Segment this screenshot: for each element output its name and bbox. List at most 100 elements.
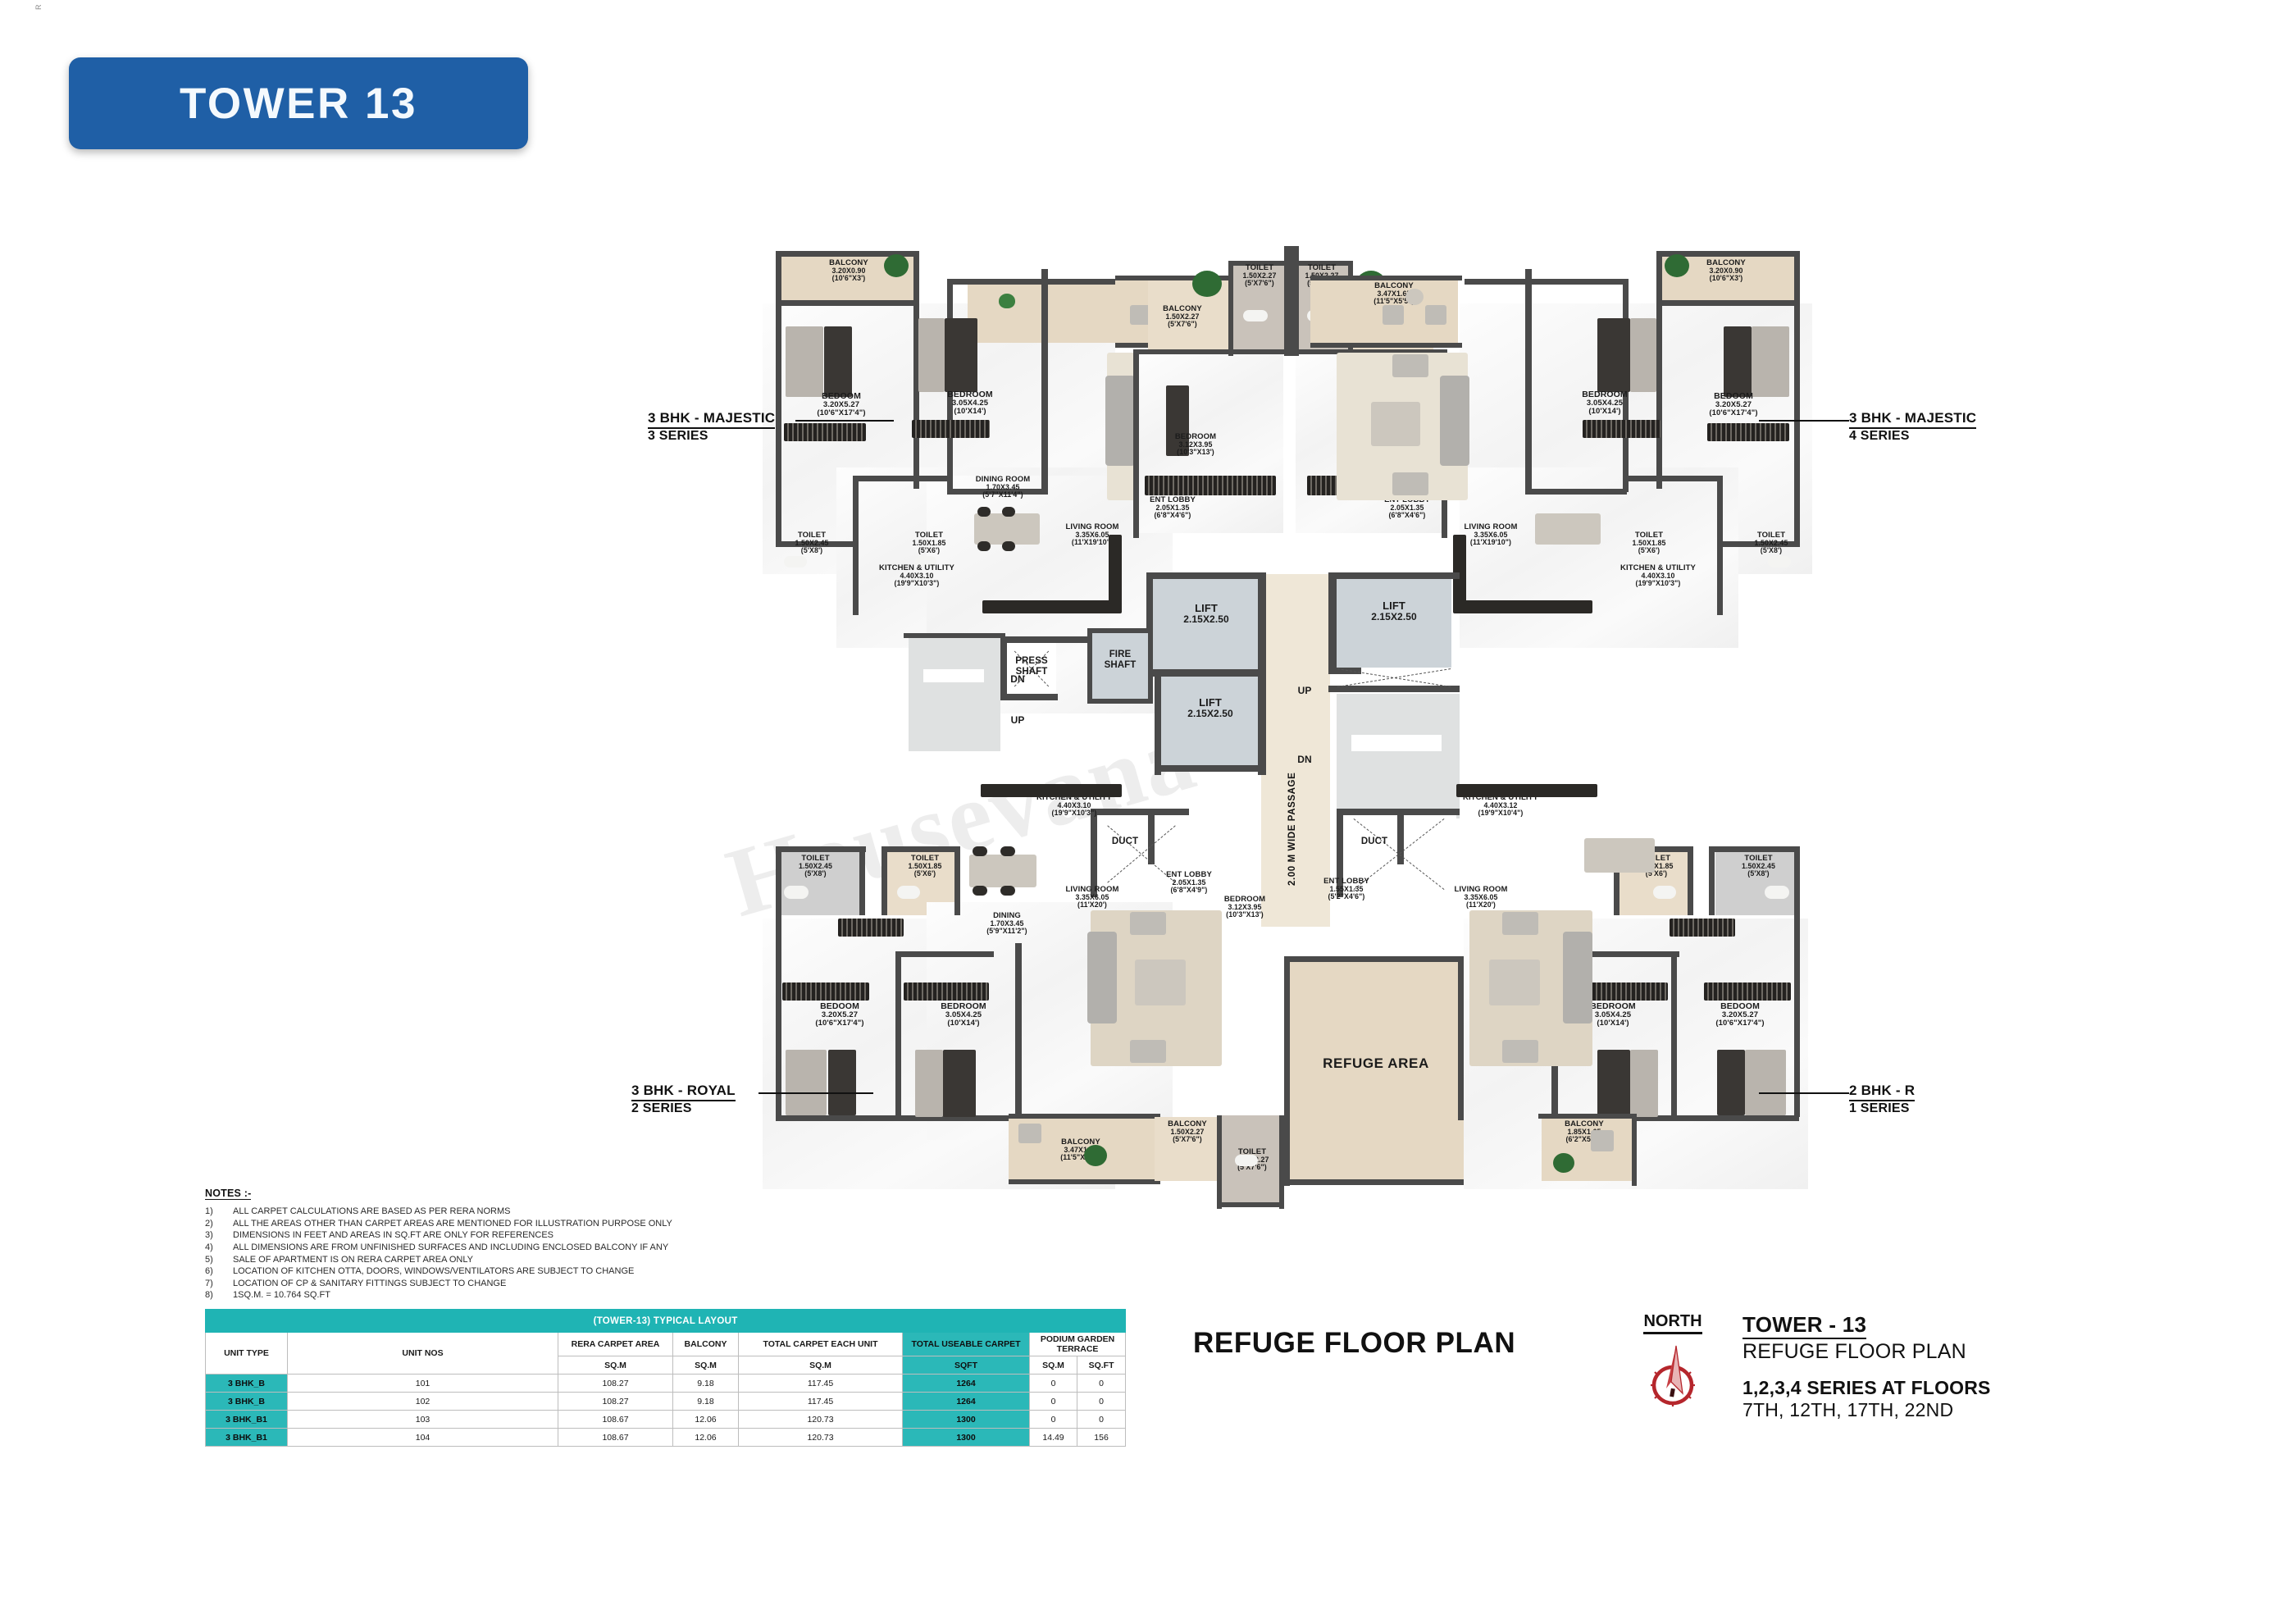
header-unit-type: UNIT TYPE [205, 1332, 288, 1375]
dining-table-furniture [1535, 513, 1601, 545]
kitchen-counter [982, 600, 1122, 613]
note-item: 8)1SQ.M. = 10.764 SQ.FT [205, 1290, 330, 1301]
cell-podium-sqm: 0 [1029, 1374, 1077, 1393]
table-title-row: (TOWER-13) TYPICAL LAYOUT [204, 1309, 1127, 1333]
cell-useable: 1264 [902, 1374, 1030, 1393]
bed-furniture [1597, 318, 1630, 392]
dining-chair [973, 886, 987, 896]
wall [1133, 349, 1139, 538]
wall [1091, 815, 1097, 897]
stair-dn-label-right: DN [1297, 754, 1312, 765]
note-item: 7)LOCATION OF CP & SANITARY FITTINGS SUB… [205, 1278, 507, 1288]
cell-unit-type: 3 BHK_B1 [205, 1410, 288, 1429]
plant-decor [1192, 271, 1222, 297]
wardrobe-furniture [912, 420, 990, 438]
table-row: 3 BHK_B 101 108.27 9.18 117.45 1264 0 0 [205, 1374, 1127, 1393]
wall [1310, 343, 1462, 348]
wall [776, 846, 781, 1117]
cell-rera: 108.67 [558, 1410, 673, 1429]
cell-podium-sqft: 0 [1076, 1392, 1127, 1411]
note-item: 1)ALL CARPET CALCULATIONS ARE BASED AS P… [205, 1206, 511, 1216]
wall [1155, 677, 1161, 775]
cell-useable: 1264 [902, 1392, 1030, 1411]
wall [1709, 846, 1799, 852]
title-plan: REFUGE FLOOR PLAN [1742, 1340, 1966, 1363]
callout-3bhk-majestic-4series: 3 BHK - MAJESTIC 4 SERIES [1759, 410, 1977, 444]
wall [1009, 1114, 1160, 1119]
note-item: 2)ALL THE AREAS OTHER THAN CARPET AREAS … [205, 1218, 672, 1229]
sofa-furniture [1087, 932, 1117, 1023]
wc-fixture [897, 886, 920, 899]
cell-balcony: 12.06 [672, 1410, 739, 1429]
cell-unit-type: 3 BHK_B1 [205, 1428, 288, 1447]
title-series: 1,2,3,4 SERIES AT FLOORS [1742, 1377, 1991, 1398]
bed-furniture [1717, 1050, 1745, 1115]
table-row: 3 BHK_B 102 108.27 9.18 117.45 1264 0 0 [205, 1392, 1127, 1411]
unit-useable: SQFT [902, 1356, 1030, 1375]
cell-podium-sqm: 14.49 [1029, 1428, 1077, 1447]
refuge-area-label: REFUGE AREA [1323, 1055, 1429, 1071]
wall [904, 633, 1005, 638]
wall [1228, 261, 1233, 356]
wall [1794, 300, 1800, 546]
chair-furniture [1018, 1124, 1041, 1143]
wardrobe-furniture [1670, 919, 1735, 937]
unit-balcony: SQ.M [672, 1356, 739, 1375]
wall [1284, 956, 1465, 962]
leader-line [1759, 1092, 1849, 1094]
wall [1146, 579, 1153, 669]
wall [1632, 1114, 1637, 1186]
wc-fixture [784, 556, 807, 568]
table-header-row-1: UNIT TYPE UNIT NOS RERA CARPET AREA BALC… [205, 1332, 1127, 1375]
wall [853, 476, 951, 481]
bed-furniture [1630, 1050, 1658, 1117]
kitchen-counter [1456, 784, 1597, 797]
unit-total-carpet: SQ.M [738, 1356, 903, 1375]
note-item: 5)SALE OF APARTMENT IS ON RERA CARPET AR… [205, 1254, 474, 1265]
wall [1279, 1115, 1284, 1209]
unit-rera: SQ.M [558, 1356, 673, 1375]
dining-chair [1002, 507, 1015, 517]
coffee-table-furniture [1489, 960, 1540, 1005]
wall [1146, 669, 1266, 677]
notes-list: 1)ALL CARPET CALCULATIONS ARE BASED AS P… [205, 1206, 828, 1302]
title-tower: TOWER - 13 [1742, 1312, 1867, 1339]
header-podium-garden-terrace: PODIUM GARDEN TERRACE [1028, 1332, 1127, 1356]
wall [1146, 572, 1266, 579]
wall [1614, 846, 1620, 915]
toilet-fill-br-1 [1715, 850, 1797, 915]
wall [1087, 699, 1153, 704]
callout-3bhk-majestic-3series: 3 BHK - MAJESTIC 3 SERIES [648, 410, 894, 444]
bed-furniture [1752, 326, 1789, 397]
wall [1258, 579, 1266, 669]
slab-center-left [1136, 353, 1283, 533]
wall [1258, 677, 1266, 775]
wall [947, 279, 1128, 285]
callout-title: 3 BHK - MAJESTIC [1849, 410, 1977, 429]
cell-unit-nos: 101 [287, 1374, 558, 1393]
cell-unit-nos: 104 [287, 1428, 558, 1447]
header-total-carpet-each-unit: TOTAL CARPET EACH UNIT [738, 1332, 903, 1356]
staircase-left [909, 636, 1000, 751]
duct-label-left: DUCT [1111, 837, 1139, 846]
cell-balcony: 12.06 [672, 1428, 739, 1447]
cell-total-carpet: 120.73 [738, 1410, 903, 1429]
leader-line [795, 420, 894, 422]
wardrobe-furniture [784, 423, 866, 441]
wall [895, 951, 994, 957]
dining-chair [977, 541, 991, 551]
sofa-furniture [1105, 376, 1135, 466]
